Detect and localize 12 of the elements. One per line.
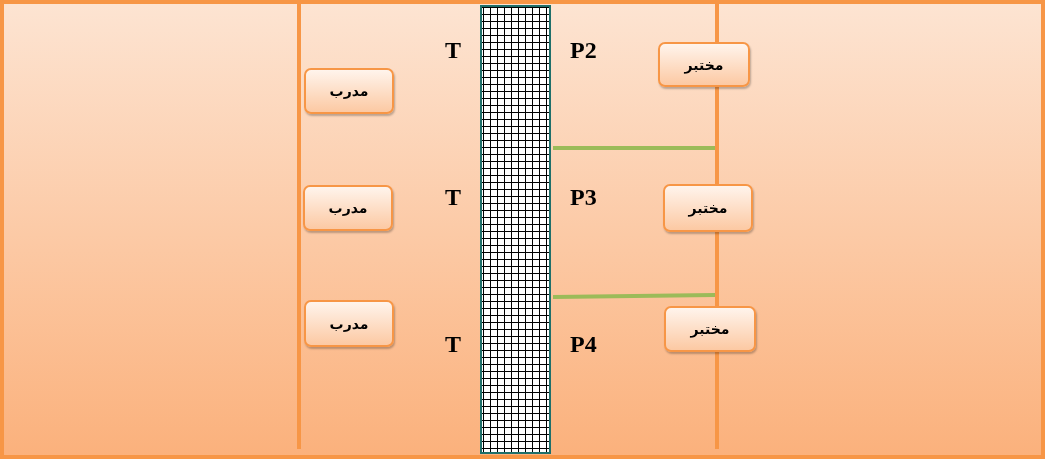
position-label: P3: [570, 185, 597, 209]
role-box: مدرب: [304, 68, 394, 114]
position-label: T: [445, 38, 461, 62]
role-box: مدرب: [304, 300, 394, 347]
role-box: مدرب: [303, 185, 393, 231]
position-label: T: [445, 332, 461, 356]
position-label: P4: [570, 332, 597, 356]
position-label: P2: [570, 38, 597, 62]
role-box: مختبر: [664, 306, 756, 352]
role-box: مختبر: [663, 184, 753, 232]
position-label: T: [445, 185, 461, 209]
role-box: مختبر: [658, 42, 750, 87]
